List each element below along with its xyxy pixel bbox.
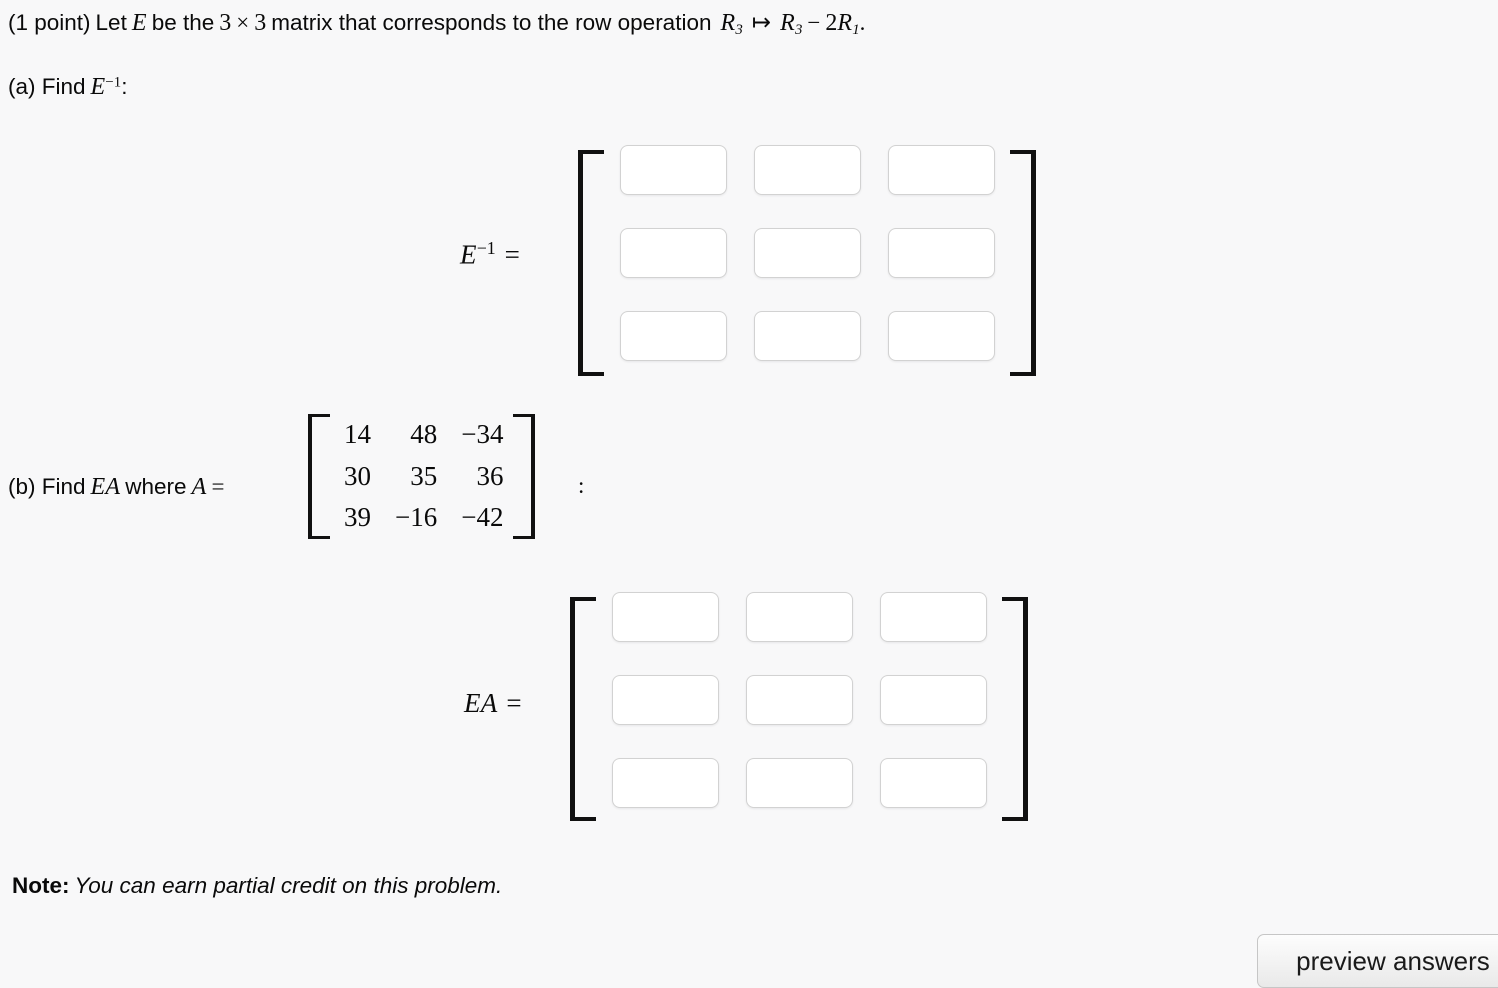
ea-label-equals: = [506,688,522,718]
matrix-A: 14 48 −34 30 35 36 39 −16 −42 [308,414,536,539]
row-op-rhs2-var: R [837,10,853,36]
ea-input-r3c1[interactable] [612,758,719,808]
row-op-rhs-var: R [780,10,795,36]
part-b-trailing-colon: : [578,472,584,501]
row-op-coefficient: 2 [825,10,838,36]
einv-input-r3c2[interactable] [754,311,861,361]
points-label: (1 point) [8,10,91,35]
matrix-A-r2c3: 36 [476,460,504,491]
row-op-lhs-sub: 3 [735,22,743,39]
matrix-A-r3c3: −42 [461,502,504,533]
note-label: Note [12,873,62,898]
einv-input-r3c3[interactable] [888,311,995,361]
matrix-A-r3c1: 39 [344,502,371,533]
ea-input-r2c1[interactable] [612,675,719,725]
matrix-A-r1c1: 14 [344,419,371,449]
part-b-colon: : [578,473,585,498]
ea-input-r1c2[interactable] [746,592,853,642]
einv-input-r2c2[interactable] [754,228,861,278]
einv-input-r2c1[interactable] [620,228,727,278]
part-b-equals: = [211,474,225,499]
part-b-where: where [125,474,187,499]
einv-answer-matrix [620,145,995,361]
statement-text-mid: be the [151,10,215,35]
einv-equation-label: E−1 = [460,238,520,270]
ea-input-r1c3[interactable] [880,592,987,642]
times-icon: × [236,10,250,35]
matrix-A-r2c2: 35 [410,460,438,491]
matrix-dim-rows: 3 [219,10,232,36]
minus-icon: − [807,10,821,35]
ea-matrix-left-bracket [570,597,596,821]
einv-matrix-right-bracket [1010,150,1036,376]
table-row: 30 35 36 [330,456,513,498]
einv-label-equals: = [504,239,520,270]
einv-input-r1c3[interactable] [888,145,995,195]
part-b-prefix: (b) Find [8,474,86,499]
statement-text-pre: Let [95,10,127,35]
einv-input-r3c1[interactable] [620,311,727,361]
part-b-variable-A: A [191,474,207,500]
einv-label-exponent: −1 [476,238,496,258]
ea-input-r3c3[interactable] [880,758,987,808]
einv-matrix-left-bracket [578,150,604,376]
maps-to-icon: ↦ [751,10,772,35]
variable-E: E [131,10,147,36]
ea-answer-matrix [612,592,987,808]
note-separator: : [62,873,70,898]
matrix-A-r1c3: −34 [461,419,504,449]
einv-input-r1c1[interactable] [620,145,727,195]
ea-input-r3c2[interactable] [746,758,853,808]
part-b-product-EA: EA [90,474,121,500]
einv-input-r1c2[interactable] [754,145,861,195]
ea-matrix-right-bracket [1002,597,1028,821]
table-row: 39 −16 −42 [330,497,513,539]
ea-input-r1c1[interactable] [612,592,719,642]
part-a-prefix: (a) Find [8,74,86,99]
partial-credit-note: Note:You can earn partial credit on this… [12,872,502,900]
preview-answers-button[interactable]: preview answers [1257,934,1498,988]
row-op-rhs2-sub: 1 [852,22,860,39]
ea-input-r2c2[interactable] [746,675,853,725]
ea-equation-label: EA = [464,688,522,719]
matrix-A-r3c2: −16 [395,502,438,533]
row-op-rhs-sub: 3 [794,22,803,39]
statement-period: . [859,10,866,35]
matrix-A-values: 14 48 −34 30 35 36 39 −16 −42 [330,414,513,539]
einv-label-var: E [460,239,477,270]
note-text: You can earn partial credit on this prob… [74,873,503,898]
matrix-A-right-bracket [513,414,536,539]
part-a-colon: : [121,74,128,99]
einv-input-r2c3[interactable] [888,228,995,278]
matrix-A-left-bracket [308,414,330,539]
statement-text-post: matrix that corresponds to the row opera… [271,10,712,35]
matrix-dim-cols: 3 [254,10,267,36]
table-row: 14 48 −34 [330,414,513,456]
part-a-variable-E: E [90,74,106,100]
ea-input-r2c3[interactable] [880,675,987,725]
matrix-A-r1c2: 48 [410,419,438,449]
row-op-lhs-var: R [720,10,736,36]
ea-label-product: EA [464,688,498,718]
part-a-exponent: −1 [105,74,122,91]
matrix-A-r2c1: 30 [344,460,371,491]
